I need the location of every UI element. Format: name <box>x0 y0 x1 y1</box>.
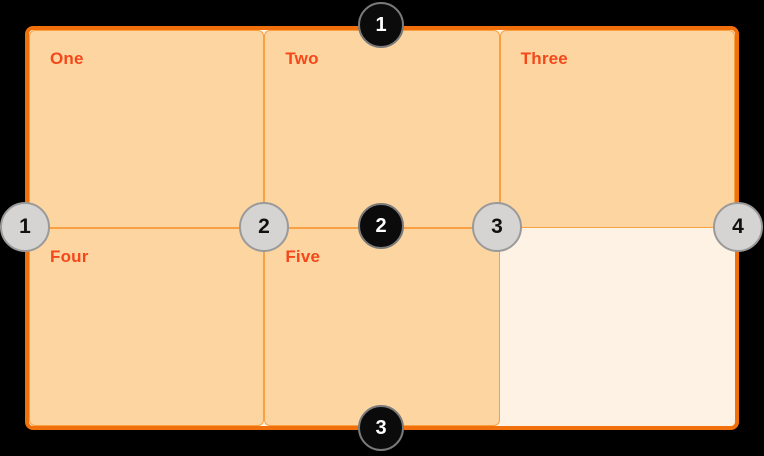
cell-label: Two <box>285 49 319 68</box>
row-line-marker-1: 1 <box>358 2 404 48</box>
grid-container: One Two Three Four Five <box>25 26 739 430</box>
cell-label: Four <box>50 247 89 266</box>
column-line-marker-4: 4 <box>713 202 763 252</box>
column-line-marker-2: 2 <box>239 202 289 252</box>
grid-cell-three: Three <box>499 30 735 228</box>
row-line-marker-3: 3 <box>358 405 404 451</box>
cell-label: Three <box>520 49 568 68</box>
cell-label: Five <box>285 247 321 266</box>
cell-label: One <box>50 49 84 68</box>
grid-cell-two: Two <box>264 30 500 228</box>
grid-cell-four: Four <box>29 228 265 426</box>
grid-cell-one: One <box>29 30 265 228</box>
grid-cell-five: Five <box>264 228 500 426</box>
column-line-marker-1: 1 <box>0 202 50 252</box>
column-line-marker-3: 3 <box>472 202 522 252</box>
grid-cell-empty <box>500 228 735 426</box>
row-line-marker-2: 2 <box>358 203 404 249</box>
